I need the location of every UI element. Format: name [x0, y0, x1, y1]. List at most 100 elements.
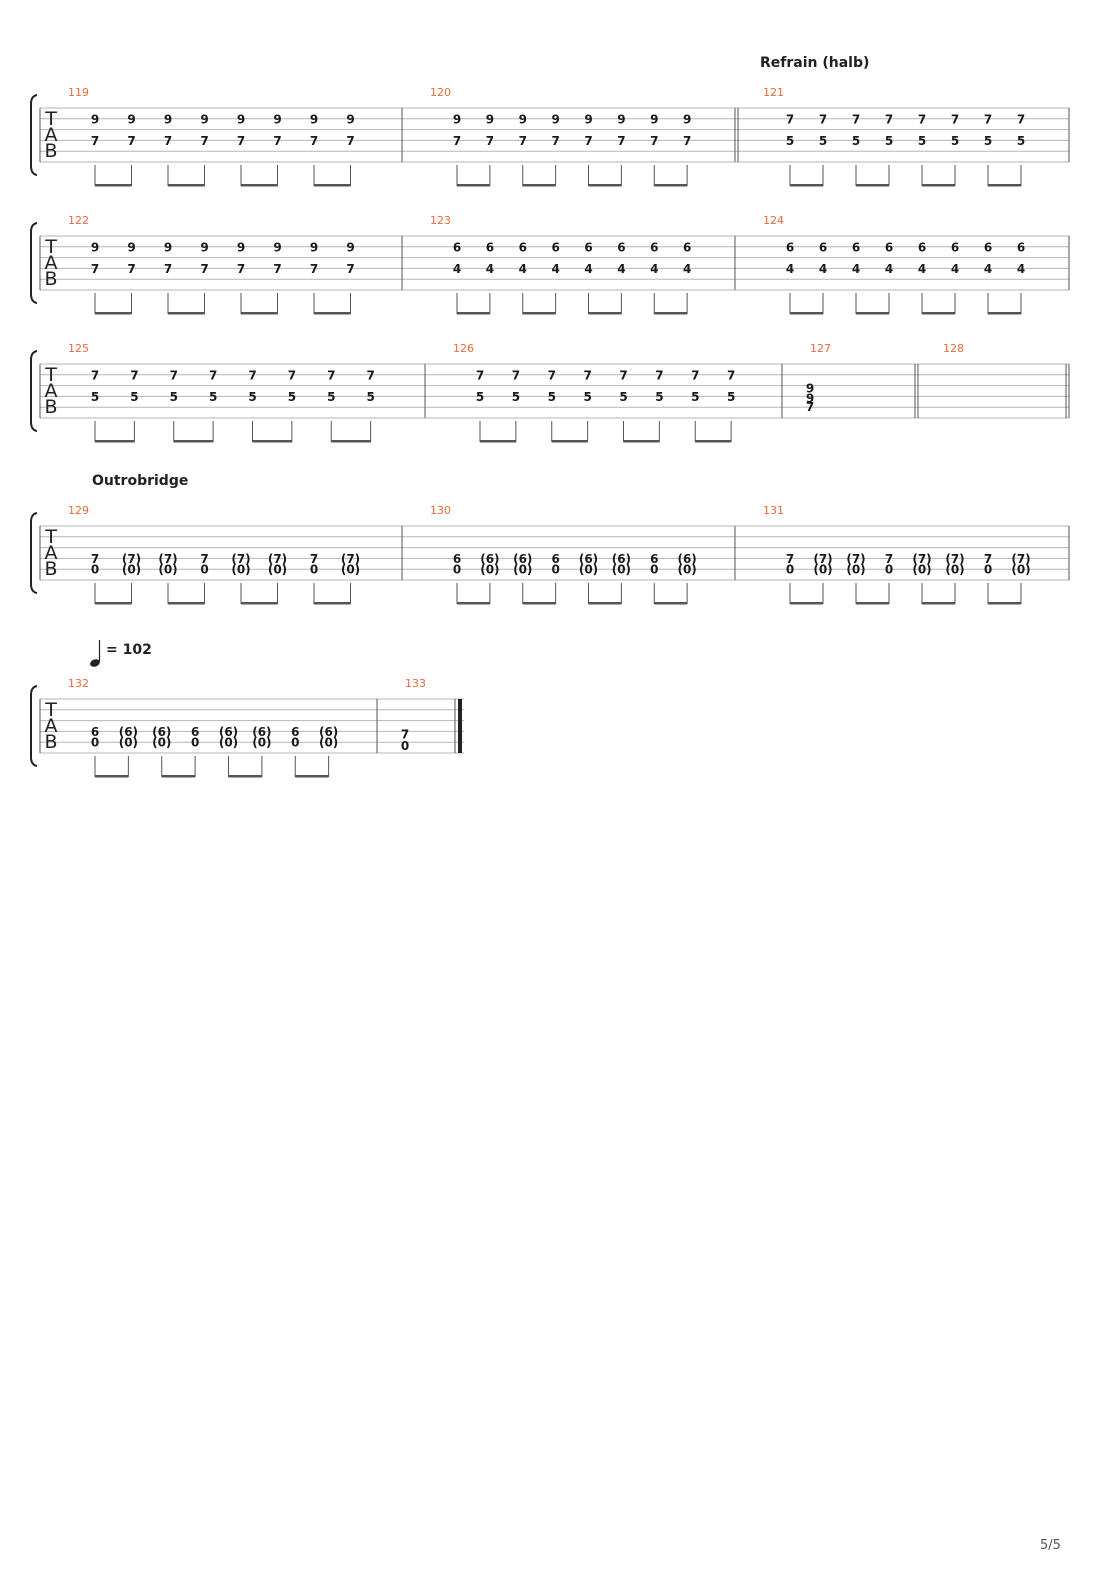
fret-number: 5: [476, 390, 484, 404]
note-beam: [457, 602, 490, 605]
note-beam: [522, 184, 556, 187]
fret-number: (0): [319, 736, 338, 750]
fret-number: 5: [691, 390, 699, 404]
note-beam: [95, 184, 132, 187]
tab-clef-letter: A: [45, 380, 58, 402]
fret-number: 9: [346, 112, 354, 126]
fret-number: 4: [885, 262, 893, 276]
fret-number: 6: [519, 240, 527, 254]
fret-number: 7: [310, 552, 318, 566]
fret-number: 6: [551, 552, 559, 566]
fret-number: (6): [119, 725, 138, 739]
fret-number: 5: [91, 390, 99, 404]
note-beam: [790, 602, 823, 605]
fret-number: (0): [677, 563, 696, 577]
fret-number: 5: [819, 134, 827, 148]
measure-number: 126: [453, 342, 474, 355]
note-beam: [922, 312, 955, 315]
fret-number: (7): [158, 552, 177, 566]
note-beam: [457, 312, 490, 315]
note-beam: [95, 312, 132, 315]
tab-clef-letter: B: [44, 140, 57, 162]
fret-number: 0: [310, 563, 318, 577]
note-beam: [522, 312, 556, 315]
note-beam: [856, 312, 889, 315]
system-bracket: [30, 350, 38, 432]
fret-number: 7: [819, 112, 827, 126]
note-beam: [161, 775, 196, 778]
fret-number: 7: [655, 368, 663, 382]
fret-number: 5: [512, 390, 520, 404]
measure-number: 124: [763, 214, 784, 227]
fret-number: 7: [401, 727, 409, 741]
final-barline-thick: [458, 699, 462, 753]
fret-number: 5: [130, 390, 138, 404]
fret-number: 7: [237, 134, 245, 148]
note-beam: [241, 184, 278, 187]
fret-number: 7: [91, 134, 99, 148]
fret-number: 9: [127, 240, 135, 254]
fret-number: 7: [200, 262, 208, 276]
fret-number: (6): [480, 552, 499, 566]
fret-number: (0): [252, 736, 271, 750]
measure-number: 133: [405, 677, 426, 690]
tab-clef-letter: A: [45, 715, 58, 737]
fret-number: (7): [912, 552, 931, 566]
fret-number: (0): [846, 563, 865, 577]
measure-number: 131: [763, 504, 784, 517]
fret-number: 4: [453, 262, 461, 276]
measure-number: 125: [68, 342, 89, 355]
fret-number: 9: [650, 112, 658, 126]
fret-number: 9: [519, 112, 527, 126]
fret-number: 7: [786, 552, 794, 566]
fret-number: (0): [119, 736, 138, 750]
measure-number: 120: [430, 86, 451, 99]
system-bracket: [30, 222, 38, 304]
fret-number: 0: [401, 739, 409, 753]
fret-number: (0): [219, 736, 238, 750]
note-beam: [168, 184, 205, 187]
note-beam: [790, 184, 823, 187]
fret-number: 6: [453, 552, 461, 566]
fret-number: 7: [683, 134, 691, 148]
measure-number: 122: [68, 214, 89, 227]
fret-number: 0: [91, 736, 99, 750]
fret-number: 5: [984, 134, 992, 148]
fret-number: 5: [327, 390, 335, 404]
system-bracket: [30, 94, 38, 176]
fret-number: 6: [617, 240, 625, 254]
fret-number: 7: [327, 368, 335, 382]
page-number: 5/5: [1040, 1538, 1061, 1553]
fret-number: (7): [813, 552, 832, 566]
fret-number: 7: [584, 134, 592, 148]
fret-number: 5: [170, 390, 178, 404]
fret-number: 7: [346, 262, 354, 276]
fret-number: 7: [200, 134, 208, 148]
fret-number: 7: [951, 112, 959, 126]
fret-number: (0): [579, 563, 598, 577]
measure-number: 129: [68, 504, 89, 517]
system-bracket: [30, 512, 38, 594]
fret-number: 7: [127, 262, 135, 276]
fret-number: (6): [513, 552, 532, 566]
fret-number: (7): [1011, 552, 1030, 566]
fret-number: (0): [912, 563, 931, 577]
system-bracket: [30, 685, 38, 767]
fret-number: (0): [1011, 563, 1030, 577]
fret-number: 9: [346, 240, 354, 254]
fret-number: 7: [619, 368, 627, 382]
fret-number: 7: [691, 368, 699, 382]
note-beam: [695, 440, 732, 443]
fret-number: 9: [164, 112, 172, 126]
fret-number: (7): [122, 552, 141, 566]
fret-number: 9: [237, 240, 245, 254]
fret-number: 5: [288, 390, 296, 404]
note-beam: [654, 312, 688, 315]
fret-number: 6: [650, 552, 658, 566]
tab-clef-letter: B: [44, 268, 57, 290]
note-beam: [331, 440, 371, 443]
note-beam: [314, 184, 351, 187]
note-beam: [252, 440, 292, 443]
fret-number: 6: [819, 240, 827, 254]
fret-number: 9: [310, 112, 318, 126]
